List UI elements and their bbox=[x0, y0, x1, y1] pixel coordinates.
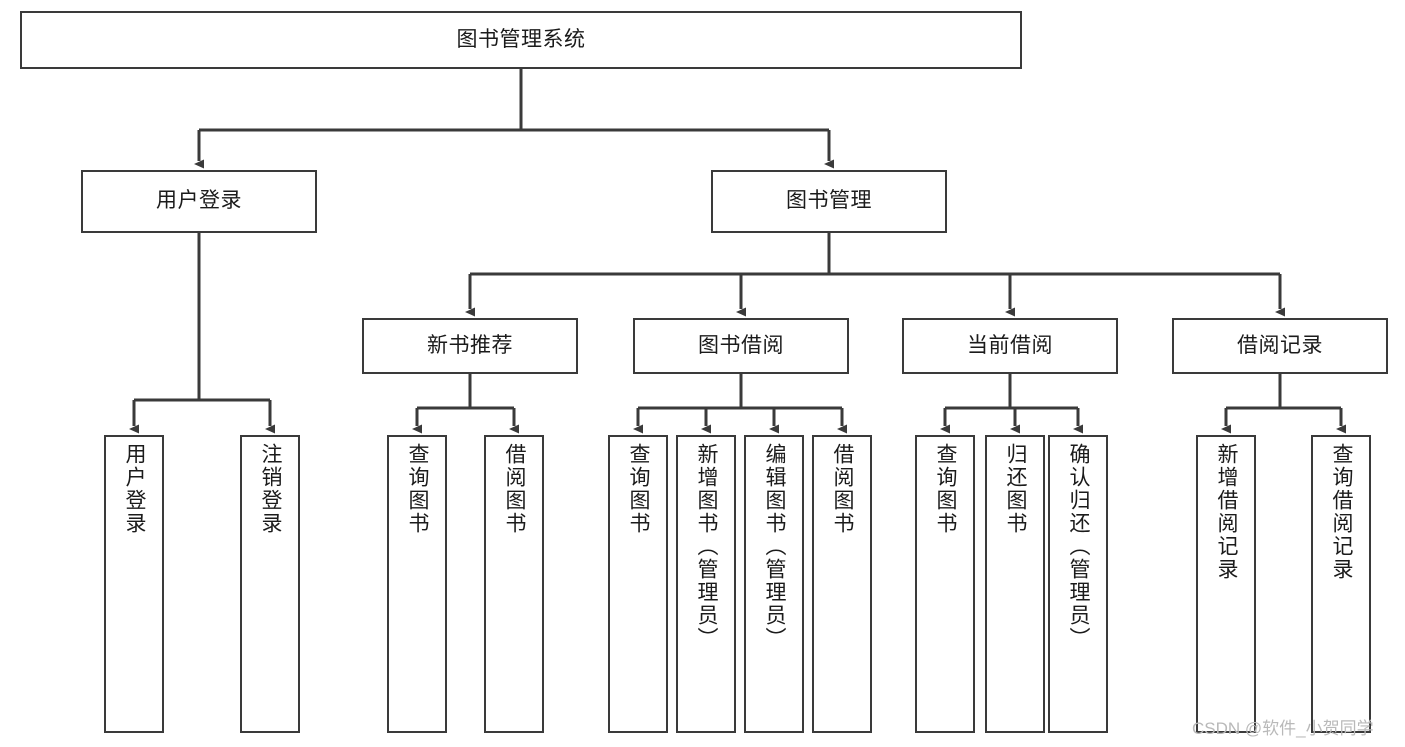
node-label-book-borrow: 图书借阅 bbox=[698, 333, 784, 357]
node-label-leaf-query-book-rec: 查询图书 bbox=[406, 443, 430, 535]
node-leaf-query-record[interactable]: 查询借阅记录 bbox=[1311, 435, 1371, 733]
node-leaf-confirm-return[interactable]: 确认归还（管理员） bbox=[1048, 435, 1108, 733]
node-label-borrow-record: 借阅记录 bbox=[1237, 333, 1323, 357]
node-current-borrow[interactable]: 当前借阅 bbox=[902, 318, 1118, 374]
node-root[interactable]: 图书管理系统 bbox=[20, 11, 1022, 69]
node-label-user-login: 用户登录 bbox=[156, 189, 242, 213]
node-label-leaf-query-book-cur: 查询图书 bbox=[934, 443, 958, 535]
node-label-leaf-user-login: 用户登录 bbox=[123, 443, 147, 535]
node-leaf-logout[interactable]: 注销登录 bbox=[240, 435, 300, 733]
node-label-current-borrow: 当前借阅 bbox=[967, 333, 1053, 357]
node-leaf-add-record[interactable]: 新增借阅记录 bbox=[1196, 435, 1256, 733]
node-leaf-user-login[interactable]: 用户登录 bbox=[104, 435, 164, 733]
node-leaf-query-book[interactable]: 查询图书 bbox=[608, 435, 668, 733]
node-label-leaf-add-book: 新增图书（管理员） bbox=[695, 443, 719, 650]
node-label-leaf-borrow-book: 借阅图书 bbox=[831, 443, 855, 535]
node-leaf-query-book-rec[interactable]: 查询图书 bbox=[387, 435, 447, 733]
node-label-book-manage: 图书管理 bbox=[786, 189, 872, 213]
node-label-leaf-query-record: 查询借阅记录 bbox=[1330, 443, 1354, 581]
node-book-manage[interactable]: 图书管理 bbox=[711, 170, 947, 233]
node-label-leaf-confirm-return: 确认归还（管理员） bbox=[1067, 443, 1091, 650]
node-label-leaf-logout: 注销登录 bbox=[259, 443, 283, 535]
node-label-root: 图书管理系统 bbox=[456, 27, 586, 51]
node-leaf-return-book[interactable]: 归还图书 bbox=[985, 435, 1045, 733]
node-label-leaf-edit-book: 编辑图书（管理员） bbox=[763, 443, 787, 650]
node-borrow-record[interactable]: 借阅记录 bbox=[1172, 318, 1388, 374]
node-user-login[interactable]: 用户登录 bbox=[81, 170, 317, 233]
node-label-new-book-recommend: 新书推荐 bbox=[427, 333, 513, 357]
node-label-leaf-return-book: 归还图书 bbox=[1004, 443, 1028, 535]
node-label-leaf-query-book: 查询图书 bbox=[627, 443, 651, 535]
node-new-book-recommend[interactable]: 新书推荐 bbox=[362, 318, 578, 374]
node-label-leaf-borrow-book-rec: 借阅图书 bbox=[503, 443, 527, 535]
csdn-watermark: CSDN @软件_小贺同学 bbox=[1192, 719, 1374, 738]
node-leaf-borrow-book[interactable]: 借阅图书 bbox=[812, 435, 872, 733]
node-leaf-query-book-cur[interactable]: 查询图书 bbox=[915, 435, 975, 733]
node-leaf-add-book[interactable]: 新增图书（管理员） bbox=[676, 435, 736, 733]
node-leaf-borrow-book-rec[interactable]: 借阅图书 bbox=[484, 435, 544, 733]
node-label-leaf-add-record: 新增借阅记录 bbox=[1215, 443, 1239, 581]
node-book-borrow[interactable]: 图书借阅 bbox=[633, 318, 849, 374]
node-leaf-edit-book[interactable]: 编辑图书（管理员） bbox=[744, 435, 804, 733]
